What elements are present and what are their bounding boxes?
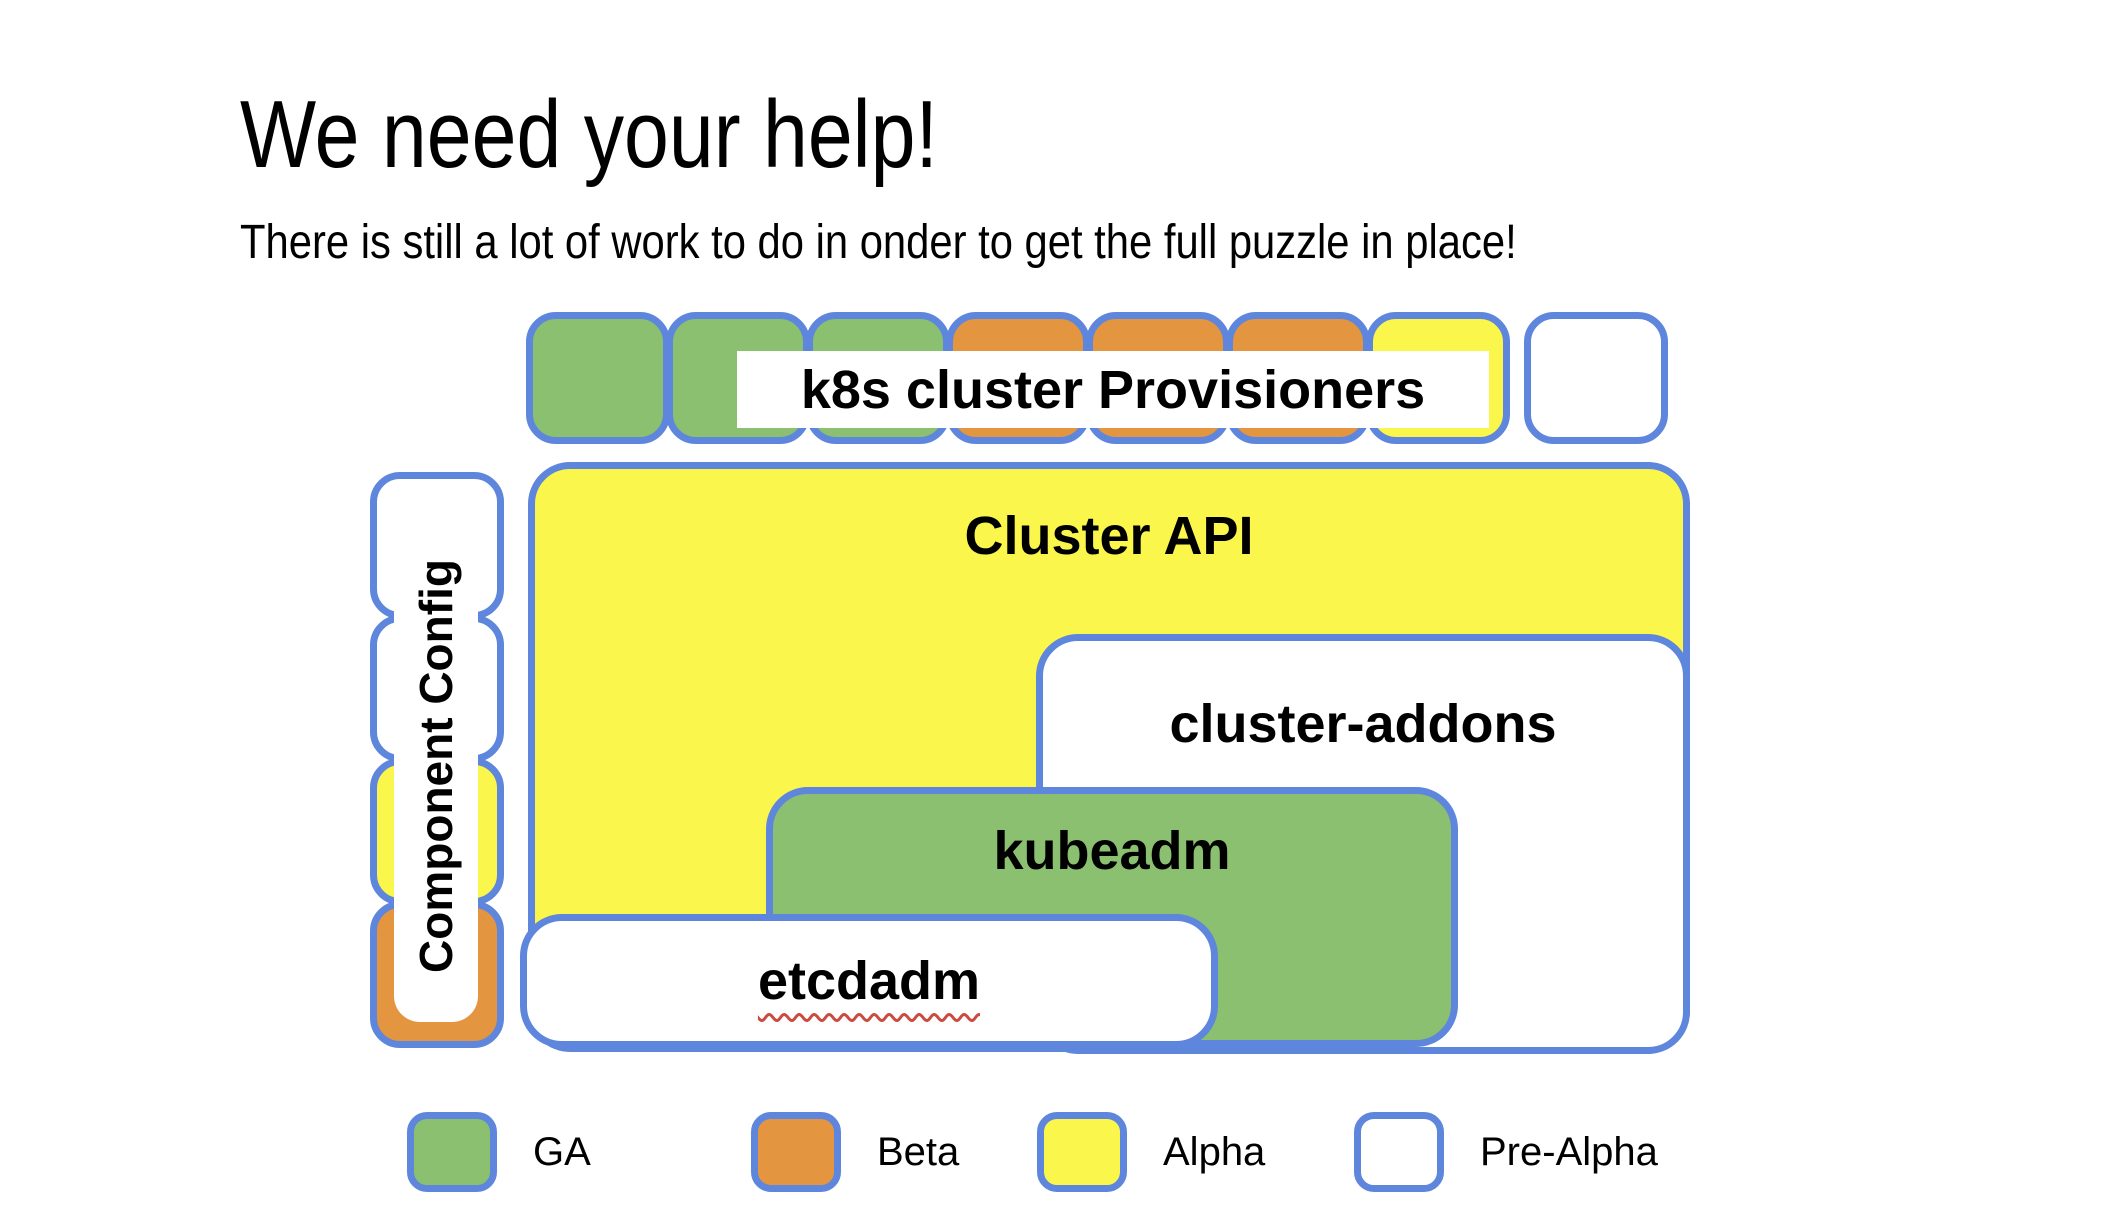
legend-swatch-green [407,1112,497,1192]
legend-swatch-yellow [1037,1112,1127,1192]
cluster-api-label: Cluster API [964,506,1254,566]
legend-item-pre-alpha: Pre-Alpha [1354,1112,1658,1192]
component-config-label: Component Config [394,510,478,1022]
legend-label: GA [533,1129,591,1174]
slide-subtitle: There is still a lot of work to do in on… [240,216,1517,269]
provisioner-piece-8 [1524,312,1668,444]
legend-swatch-orange [751,1112,841,1192]
legend-item-ga: GA [407,1112,591,1192]
legend-swatch-white [1354,1112,1444,1192]
legend-item-alpha: Alpha [1037,1112,1265,1192]
legend-label: Pre-Alpha [1480,1129,1658,1174]
provisioner-piece-1 [526,312,670,444]
etcdadm-box: etcdadm [520,914,1218,1048]
legend-label: Alpha [1163,1129,1266,1174]
slide-title: We need your help! [240,81,938,189]
legend-label: Beta [877,1129,960,1174]
component-config-text: Component Config [410,559,463,973]
etcdadm-label: etcdadm [757,951,981,1011]
legend-item-beta: Beta [751,1112,959,1192]
cluster-addons-label: cluster-addons [1169,694,1557,754]
kubeadm-label: kubeadm [993,821,1231,881]
provisioners-label: k8s cluster Provisioners [737,351,1489,428]
